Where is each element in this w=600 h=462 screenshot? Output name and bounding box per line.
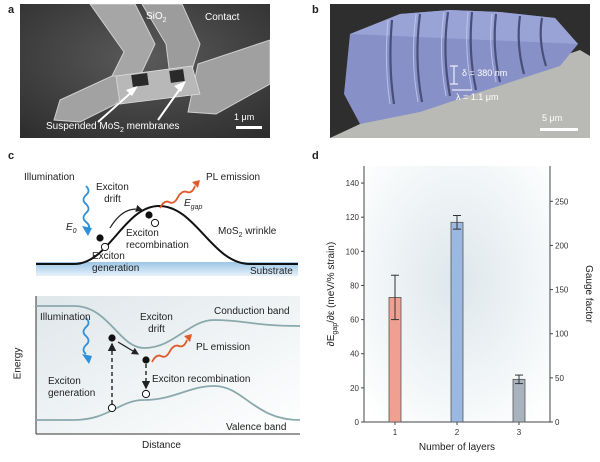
chart-xlabel: Number of layers (419, 442, 495, 453)
y-tick-label-left: 140 (346, 179, 360, 188)
strain-bar-chart: 0 20 40 60 80 100 120 140 0 50 100 150 200 250 1 2 3 ∂Eg… (322, 160, 598, 456)
valence-band-label: Valence band (226, 422, 287, 433)
sio2-label: SiO2 (146, 11, 167, 24)
scale-bar-label-a: 1 μm (234, 112, 255, 122)
chart-ylabel-left: ∂Egap/∂ε (meV/% strain) (326, 242, 339, 346)
y-tick-label-right: 50 (555, 374, 564, 383)
y-tick-label-right: 150 (555, 286, 569, 295)
y-tick-label-left: 0 (355, 418, 360, 427)
panel-label-d: d (312, 150, 319, 162)
x-tick-label-3: 3 (517, 428, 522, 437)
y-tick-label-right: 0 (555, 418, 560, 427)
distance-axis-label: Distance (142, 440, 181, 451)
energy-axis-label: Energy (12, 347, 24, 380)
substrate-label: Substrate (250, 266, 293, 277)
y-tick-label-left: 120 (346, 213, 360, 222)
y-tick-label-left: 20 (350, 384, 359, 393)
pl-emission-label-top: PL emission (206, 172, 261, 183)
y-tick-label-left: 40 (350, 350, 359, 359)
bar-3 (512, 378, 526, 423)
x-tick-label-1: 1 (393, 428, 398, 437)
contact-label: Contact (205, 12, 240, 23)
pl-emission-label-bottom: PL emission (196, 342, 251, 353)
delta-label: δ = 380 nm (462, 68, 508, 78)
panel-label-a: a (8, 4, 15, 16)
y-tick-label-left: 60 (350, 316, 359, 325)
y-tick-label-left: 100 (346, 247, 360, 256)
panel-label-c: c (8, 150, 15, 162)
chart-ylabel-right: Gauge factor (583, 265, 594, 323)
exciton-recombination-label-bottom: Exciton recombination (152, 374, 251, 385)
panel-label-b: b (312, 4, 319, 16)
suspended-membranes-caption: Suspended MoS2 membranes (46, 121, 180, 134)
afm-image-wrinkles: δ = 380 nm λ = 1.1 μm 5 μm (330, 4, 590, 138)
y-tick-label-right: 200 (555, 241, 569, 250)
scale-bar-label-b: 5 μm (542, 113, 563, 123)
x-tick-label-2: 2 (455, 428, 460, 437)
y-tick-label-left: 80 (350, 281, 359, 290)
egap-label: Egap (184, 198, 203, 211)
y-tick-label-right: 250 (555, 197, 569, 206)
chart-svg: 0 20 40 60 80 100 120 140 0 50 100 150 200 250 1 2 3 ∂Eg… (326, 166, 594, 453)
e0-label: E0 (66, 222, 77, 235)
illumination-label-bottom: Illumination (40, 312, 91, 323)
sem-image-suspended-membranes: SiO2 Contact Suspended MoS2 membranes 1 … (20, 4, 270, 138)
mos2-wrinkle-label: MoS2 wrinkle (218, 226, 277, 239)
conduction-band-label: Conduction band (214, 306, 290, 317)
bar-2 (450, 221, 464, 423)
illumination-label-top: Illumination (24, 172, 75, 183)
y-tick-label-right: 100 (555, 330, 569, 339)
lambda-label: λ = 1.1 μm (456, 92, 499, 102)
